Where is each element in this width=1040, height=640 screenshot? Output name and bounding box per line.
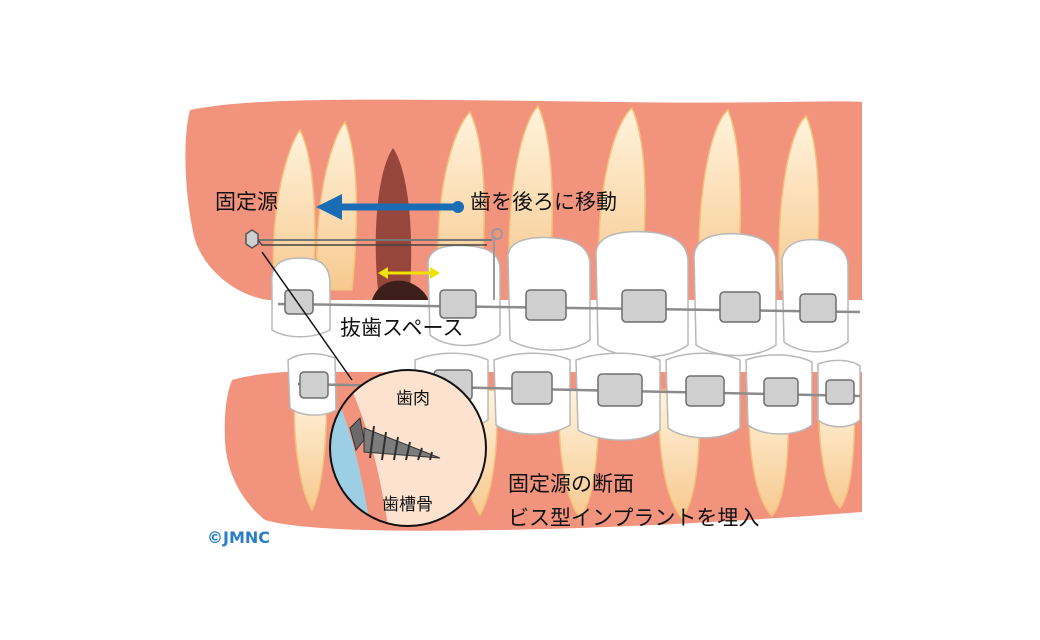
- hook-icon: [491, 228, 503, 240]
- anchor-screw-head-icon: [245, 229, 259, 249]
- space-arrow-right-head: [430, 267, 440, 279]
- label-alveolar-bone: 歯槽骨: [382, 495, 433, 515]
- label-anchor: 固定源: [215, 190, 278, 214]
- extraction-socket: [372, 280, 428, 300]
- label-implant-desc: ビス型インプラントを埋入: [508, 506, 760, 530]
- lower-brackets: [299, 369, 855, 407]
- screw-implant-icon: [349, 416, 441, 461]
- leader-line: [261, 251, 353, 381]
- upper-brackets: [284, 289, 837, 323]
- move-arrow-head: [316, 194, 342, 220]
- label-move-teeth: 歯を後ろに移動: [470, 190, 617, 214]
- space-arrow-left-head: [378, 267, 388, 279]
- copyright-text: ©JMNC: [207, 528, 271, 547]
- label-extraction-space: 抜歯スペース: [340, 316, 464, 340]
- upper-teeth: [271, 230, 849, 358]
- label-gum: 歯肉: [396, 389, 430, 409]
- move-arrow-tail-dot: [452, 201, 464, 213]
- extracted-tooth-root: [375, 148, 412, 290]
- upper-archwire: [277, 302, 861, 314]
- label-anchor-section: 固定源の断面: [508, 472, 634, 496]
- coil-spring: [256, 239, 492, 246]
